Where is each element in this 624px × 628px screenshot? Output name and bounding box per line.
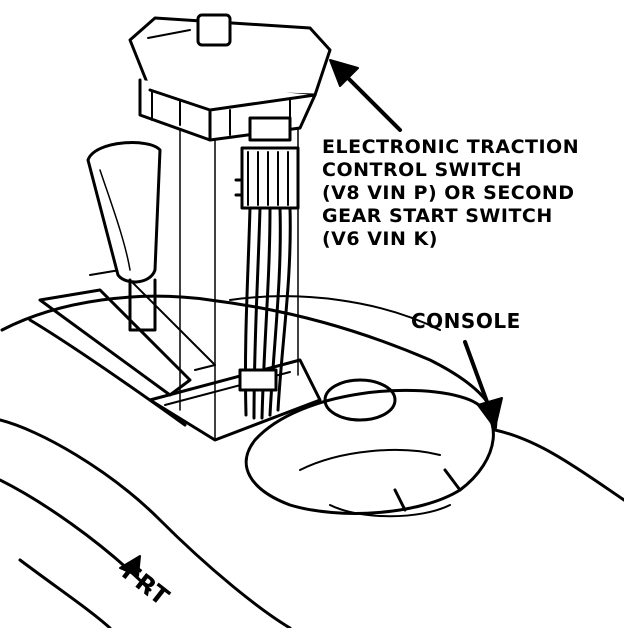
switch-callout-line-5: (V6 VIN K) bbox=[322, 228, 438, 250]
switch-callout-line-4: GEAR START SWITCH bbox=[322, 205, 553, 227]
shifter-gate bbox=[28, 269, 216, 427]
console-label: CONSOLE bbox=[411, 309, 521, 333]
switch-opening bbox=[148, 358, 322, 442]
console-arrow-icon bbox=[463, 340, 503, 429]
frt-arrow-icon bbox=[119, 555, 141, 577]
console-body bbox=[0, 294, 624, 628]
switch-callout-line-2: CONTROL SWITCH bbox=[322, 159, 522, 181]
switch-callout-line-3: (V8 VIN P) OR SECOND bbox=[322, 182, 575, 204]
switch-callout: ELECTRONIC TRACTION CONTROL SWITCH (V8 V… bbox=[322, 136, 579, 251]
switch-callout-line-1: ELECTRONIC TRACTION bbox=[322, 136, 580, 158]
traction-control-switch bbox=[128, 13, 332, 142]
switch-arrow-icon bbox=[329, 59, 402, 132]
cupholder bbox=[244, 378, 495, 518]
wiring-harness bbox=[234, 146, 300, 420]
shift-lever bbox=[86, 141, 162, 332]
